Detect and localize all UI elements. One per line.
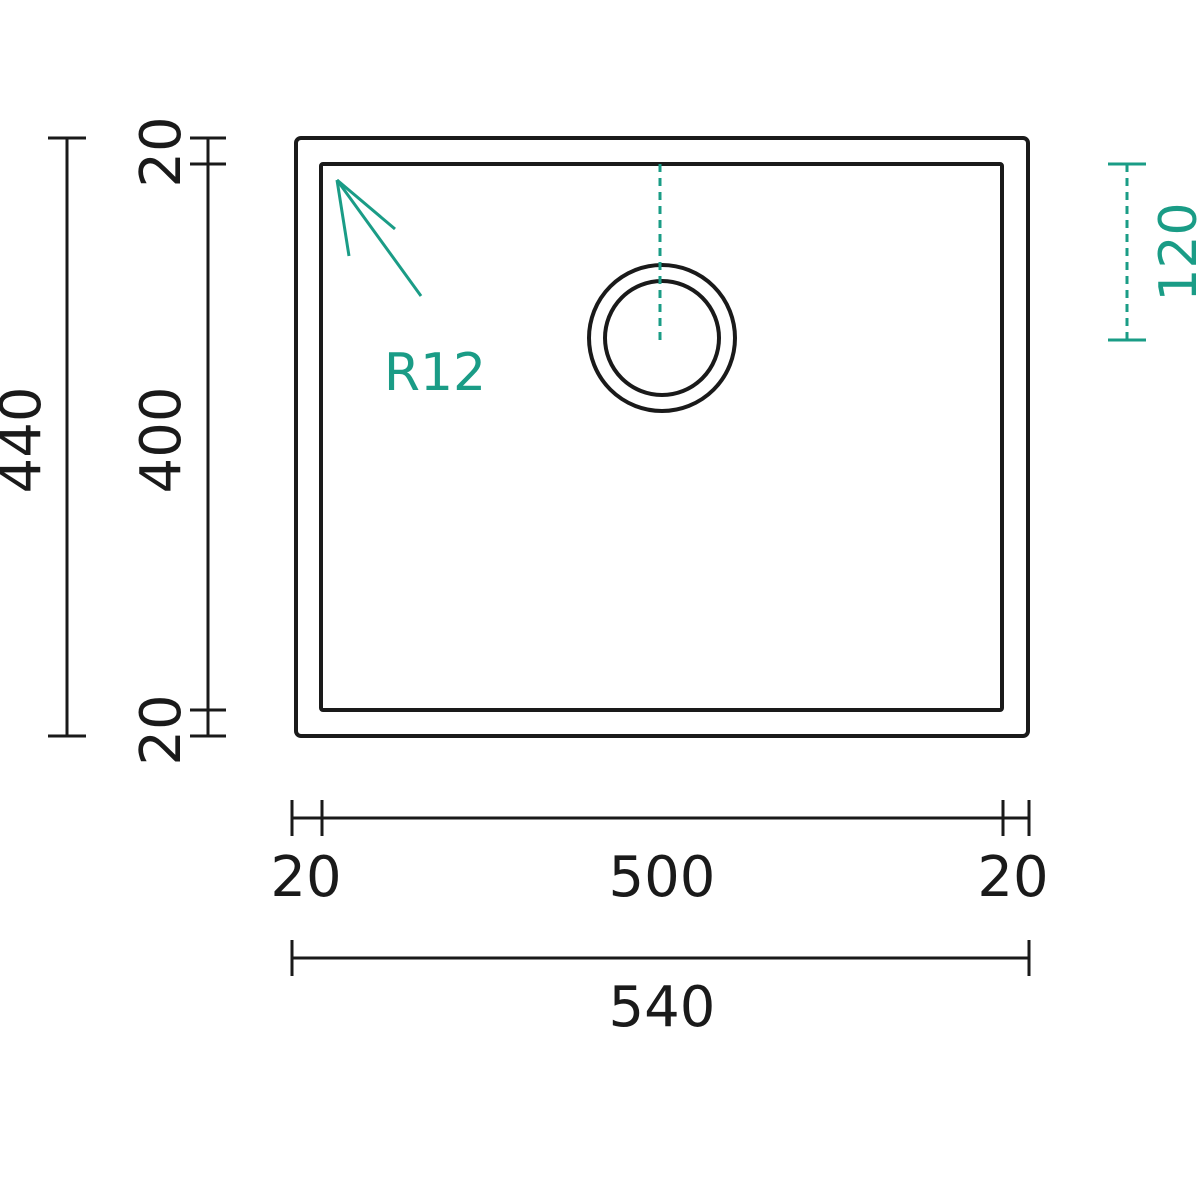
inner-height-label: 400 (129, 387, 194, 494)
drain-icon (587, 263, 737, 413)
overall-height-dimension-line (48, 136, 86, 738)
segmented-height-dimension-line (190, 136, 226, 738)
inner-width-label: 500 (609, 845, 716, 910)
top-rim-label: 20 (129, 116, 194, 187)
bottom-rim-label: 20 (129, 694, 194, 765)
corner-radius-label: R12 (384, 343, 486, 403)
drain-offset-dimension-line (1108, 162, 1146, 342)
left-rim-label: 20 (270, 845, 341, 910)
overall-width-dimension-line (290, 940, 1031, 976)
sink-inner-outline (319, 162, 1004, 712)
sink-outer-outline (294, 136, 1030, 738)
drain-offset-label: 120 (1149, 202, 1200, 301)
corner-radius-arrow (335, 178, 423, 297)
right-rim-label: 20 (977, 845, 1048, 910)
overall-width-label: 540 (609, 975, 716, 1040)
segmented-width-dimension-line (290, 800, 1031, 836)
overall-height-label: 440 (0, 387, 54, 494)
